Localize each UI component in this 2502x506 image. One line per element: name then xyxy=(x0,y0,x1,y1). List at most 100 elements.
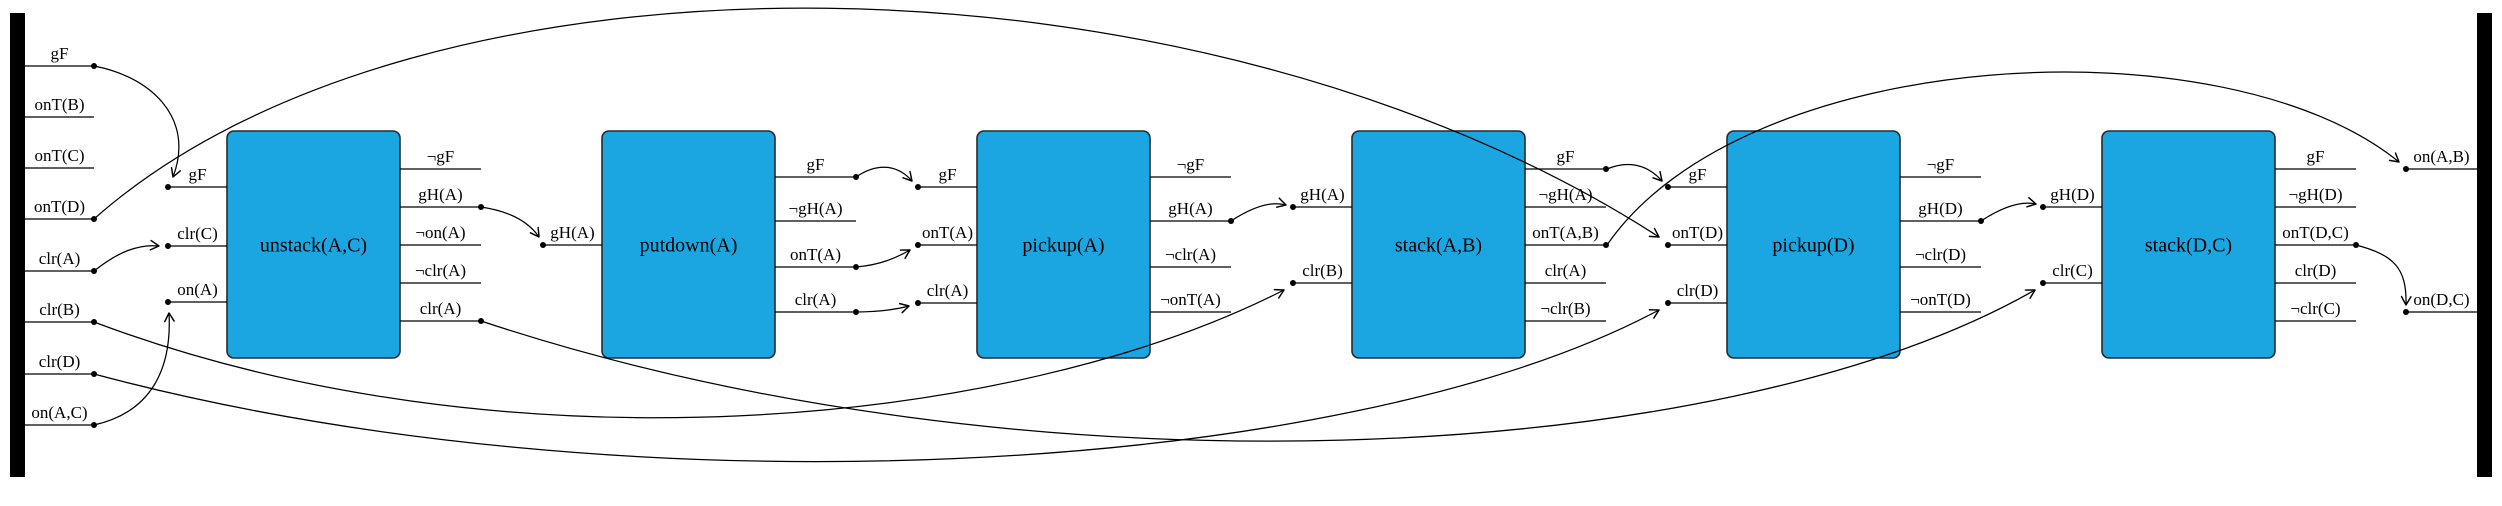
causal-link-edge xyxy=(855,166,913,182)
output-port-gh-a: ¬gH(A) xyxy=(1525,185,1606,208)
input-port-gf: gF xyxy=(918,165,977,188)
input-port-ont-a: onT(A) xyxy=(918,223,977,246)
causal-link-edge xyxy=(93,288,1285,419)
causal-link-edge xyxy=(1980,196,2037,222)
connection-dot xyxy=(1603,166,1609,172)
connection-dot xyxy=(165,243,171,249)
connection-dot xyxy=(1665,184,1671,190)
connection-dot xyxy=(478,204,484,210)
input-port-label: clr(C) xyxy=(2052,261,2093,280)
output-port-label: gH(D) xyxy=(1918,199,1962,218)
output-port-gh-d: gH(D) xyxy=(1900,199,1981,222)
connection-dot xyxy=(91,268,97,274)
output-port-clr-a: ¬clr(A) xyxy=(400,261,481,284)
input-port-gh-a: gH(A) xyxy=(1293,185,1352,208)
output-port-label: clr(A) xyxy=(420,299,462,318)
action-stack-a-b: stack(A,B)gH(A)clr(B)gF¬gH(A)onT(A,B)clr… xyxy=(1293,130,1606,359)
causal-link-edge xyxy=(480,289,2036,442)
connection-dot xyxy=(2403,166,2409,172)
connection-dot xyxy=(165,184,171,190)
output-port-clr-d: ¬clr(D) xyxy=(1900,245,1981,268)
output-port-clr-a: clr(A) xyxy=(1525,261,1606,284)
connection-dot xyxy=(1290,280,1296,286)
connection-dot xyxy=(1290,204,1296,210)
initial-fact-label: onT(C) xyxy=(34,146,84,165)
input-port-clr-d: clr(D) xyxy=(1668,281,1727,304)
output-port-label: ¬gF xyxy=(1927,155,1955,174)
goal-fact-label: on(A,B) xyxy=(2413,147,2469,166)
input-port-on-a: on(A) xyxy=(168,280,227,303)
goal-fact-label: on(D,C) xyxy=(2413,290,2469,309)
output-port-clr-c: ¬clr(C) xyxy=(2275,299,2356,322)
causal-link-edge xyxy=(480,206,540,238)
causal-link-edge xyxy=(93,65,182,178)
input-port-clr-c: clr(C) xyxy=(168,224,227,247)
output-port-clr-a: clr(A) xyxy=(775,290,856,313)
input-port-gh-d: gH(D) xyxy=(2043,185,2102,208)
input-port-clr-c: clr(C) xyxy=(2043,261,2102,284)
input-port-label: clr(C) xyxy=(177,224,218,243)
output-port-label: ¬gF xyxy=(427,147,455,166)
output-port-clr-b: ¬clr(B) xyxy=(1525,299,1606,322)
connection-dot xyxy=(915,300,921,306)
input-port-label: gH(D) xyxy=(2050,185,2094,204)
causal-link-edge xyxy=(93,7,1660,238)
input-port-clr-a: clr(A) xyxy=(918,281,977,304)
connection-dot xyxy=(1665,300,1671,306)
output-port-label: ¬onT(D) xyxy=(1910,290,1971,309)
connection-dot xyxy=(91,319,97,325)
output-port-gf: gF xyxy=(2275,147,2356,170)
action-pickup-d: pickup(D)gFonT(D)clr(D)¬gFgH(D)¬clr(D)¬o… xyxy=(1668,130,1981,359)
output-port-gf: ¬gF xyxy=(400,147,481,170)
output-port-label: ¬clr(B) xyxy=(1540,299,1590,318)
output-port-ont-d: ¬onT(D) xyxy=(1900,290,1981,313)
causal-link-edge xyxy=(1606,71,2400,246)
connection-dot xyxy=(2353,242,2359,248)
output-port-clr-a: clr(A) xyxy=(400,299,481,322)
input-port-clr-b: clr(B) xyxy=(1293,261,1352,284)
input-port-label: onT(D) xyxy=(1672,223,1723,242)
connection-dot xyxy=(853,264,859,270)
output-port-ont-a: ¬onT(A) xyxy=(1150,290,1231,313)
action-label: unstack(A,C) xyxy=(260,235,367,257)
initial-fact-clr-b: clr(B) xyxy=(25,300,94,323)
output-port-gf: gF xyxy=(1525,147,1606,170)
causal-link-edge xyxy=(2355,244,2412,306)
action-label: pickup(A) xyxy=(1022,235,1104,257)
connection-dot xyxy=(478,318,484,324)
input-port-label: onT(A) xyxy=(922,223,973,242)
output-port-label: clr(A) xyxy=(795,290,837,309)
output-port-label: gH(A) xyxy=(418,185,462,204)
output-port-label: ¬gH(A) xyxy=(789,199,843,218)
action-label: stack(A,B) xyxy=(1395,235,1482,257)
connection-dot xyxy=(165,299,171,305)
output-port-label: ¬on(A) xyxy=(415,223,465,242)
initial-fact-ont-d: onT(D) xyxy=(25,197,94,220)
connection-dot xyxy=(2040,204,2046,210)
input-port-label: on(A) xyxy=(177,280,218,299)
connection-dot xyxy=(1228,218,1234,224)
initial-fact-ont-c: onT(C) xyxy=(25,146,94,169)
input-port-label: gF xyxy=(189,165,207,184)
output-port-label: ¬clr(C) xyxy=(2290,299,2340,318)
output-port-label: onT(A) xyxy=(790,245,841,264)
output-port-gf: ¬gF xyxy=(1900,155,1981,178)
connection-dot xyxy=(2403,309,2409,315)
output-port-label: ¬clr(A) xyxy=(1165,245,1216,264)
connection-dot xyxy=(91,63,97,69)
output-port-gf: gF xyxy=(775,155,856,178)
output-port-label: gF xyxy=(1557,147,1575,166)
action-label: pickup(D) xyxy=(1772,235,1854,257)
connection-dot xyxy=(91,371,97,377)
input-port-gf: gF xyxy=(168,165,227,188)
input-port-label: gH(A) xyxy=(1300,185,1344,204)
output-port-label: onT(D,C) xyxy=(2282,223,2349,242)
output-port-label: ¬onT(A) xyxy=(1160,290,1221,309)
connection-dot xyxy=(91,422,97,428)
output-port-clr-d: clr(D) xyxy=(2275,261,2356,284)
output-port-gh-a: gH(A) xyxy=(400,185,481,208)
initial-fact-label: clr(B) xyxy=(39,300,80,319)
connection-dot xyxy=(915,242,921,248)
goal-fact-on-a-b: on(A,B) xyxy=(2406,147,2477,170)
